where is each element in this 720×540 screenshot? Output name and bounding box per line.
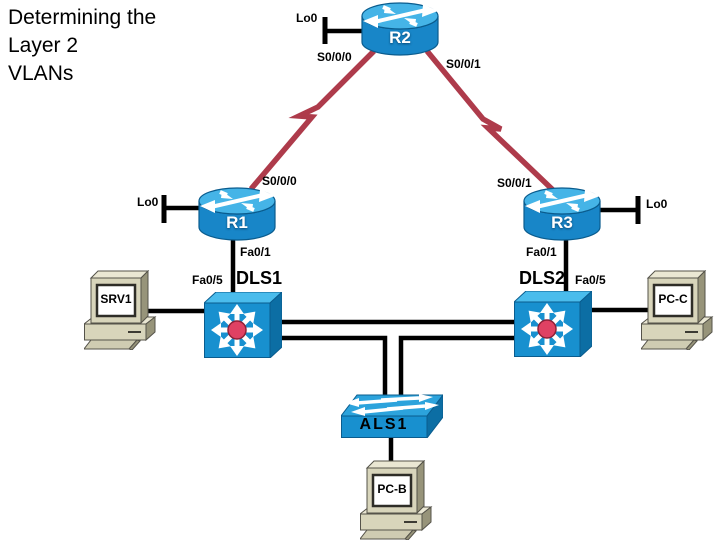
server-srv1-label: SRV1 xyxy=(100,292,132,306)
router-r2-label: R2 xyxy=(389,28,411,47)
router-r3-label: R3 xyxy=(551,213,573,232)
page-title-line: Layer 2 xyxy=(8,34,79,57)
interface-label-dls1-fa05: Fa0/5 xyxy=(192,273,223,287)
page-title: Determining the Layer 2 VLANs xyxy=(8,4,156,88)
interface-label-r2-lo0: Lo0 xyxy=(296,11,318,25)
switch-als1-label: ALS1 xyxy=(359,416,409,433)
interface-label-r3-lo0: Lo0 xyxy=(646,197,668,211)
page-title-line: Determining the xyxy=(8,6,157,29)
interface-label-r1-fa01: Fa0/1 xyxy=(240,245,271,259)
interface-label-r3-s001: S0/0/1 xyxy=(497,176,532,190)
computer-icon xyxy=(641,270,717,350)
computer-icon xyxy=(360,460,436,540)
interface-label-dls2-fa05: Fa0/5 xyxy=(575,273,606,287)
interface-label-r2-s001: S0/0/1 xyxy=(446,57,481,71)
router-r1-label: R1 xyxy=(226,213,248,232)
interface-label-r1-lo0: Lo0 xyxy=(137,195,159,209)
page-title-line: VLANs xyxy=(8,62,74,85)
switch-dls2-label: DLS2 xyxy=(519,268,566,288)
switch-dls1-label: DLS1 xyxy=(236,268,283,288)
interface-label-r3-fa01: Fa0/1 xyxy=(526,245,557,259)
pc-c-label: PC-C xyxy=(658,292,688,306)
serial-link-r2-r3 xyxy=(424,49,556,193)
interface-label-r2-s000: S0/0/0 xyxy=(317,50,352,64)
multilayer-switch-icon xyxy=(204,292,282,358)
multilayer-switch-icon xyxy=(514,291,592,357)
serial-link-r2-r1 xyxy=(248,49,376,191)
link-dls2-als1 xyxy=(398,335,518,402)
interface-label-r1-s000: S0/0/0 xyxy=(262,174,297,188)
pc-b-label: PC-B xyxy=(377,482,407,496)
link-dls1-als1 xyxy=(278,335,388,402)
server-icon xyxy=(84,270,160,350)
